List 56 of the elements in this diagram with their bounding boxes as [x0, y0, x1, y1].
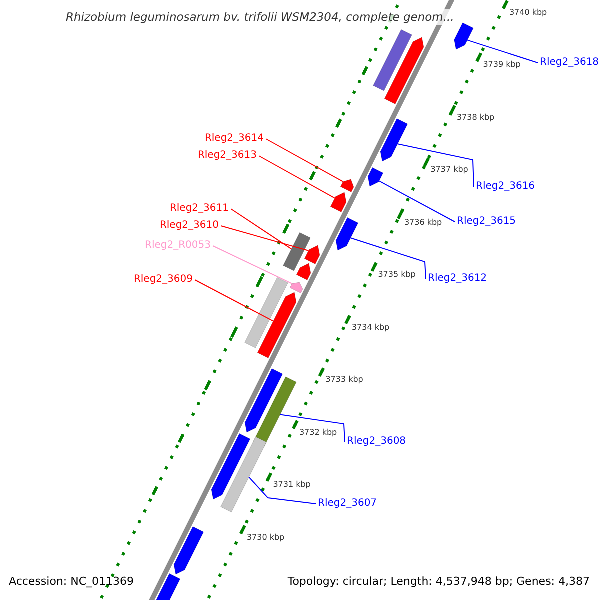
- leader-line: [467, 40, 538, 64]
- gene-label: Rleg2_3607: [318, 497, 378, 511]
- gene-label: Rleg2_3618: [540, 56, 600, 70]
- leader-line: [378, 180, 456, 222]
- gene-feature: [330, 192, 347, 212]
- gene-block: [373, 29, 412, 92]
- scale-label: 3731 kbp: [273, 480, 311, 490]
- gene-label: Rleg2_3615: [457, 215, 516, 229]
- title: Rhizobium leguminosarum bv. trifolii WSM2304, complete genom...: [66, 9, 454, 25]
- gene-feature: [380, 118, 408, 162]
- gene-feature: [174, 526, 204, 575]
- gene-feature: [368, 168, 384, 187]
- gene-feature: [211, 434, 251, 500]
- scale-label: 3732 kbp: [299, 428, 338, 438]
- scale-label: 3730 kbp: [246, 532, 285, 543]
- leader-line: [350, 238, 426, 280]
- gene-feature: [244, 368, 284, 433]
- gene-label: Rleg2_3609: [134, 273, 193, 287]
- leader-line: [280, 414, 346, 442]
- gene-label: Rleg2_3612: [428, 272, 488, 286]
- scale-label: 3735 kbp: [378, 270, 416, 280]
- scale-label: 3740 kbp: [509, 8, 548, 18]
- gene-feature: [340, 179, 354, 192]
- scale-label: 3738 kbp: [456, 112, 495, 123]
- leader-line: [212, 246, 293, 284]
- leader-line: [258, 156, 336, 199]
- gene-feature: [384, 37, 424, 104]
- gene-feature: [304, 245, 320, 264]
- leader-line: [266, 138, 344, 182]
- gene-feature: [290, 282, 304, 294]
- gene-block: [283, 232, 311, 272]
- accession-text: Accession: NC_011369: [9, 574, 134, 590]
- scale-label: 3736 kbp: [404, 218, 442, 228]
- leader-line: [194, 280, 274, 322]
- gene-feature: [296, 263, 312, 280]
- gene-feature: [336, 218, 359, 251]
- gene-label: Rleg2_R0053: [145, 239, 211, 253]
- leader-line: [230, 208, 292, 250]
- gene-feature: [257, 292, 297, 358]
- gene-label: Rleg2_3608: [347, 435, 406, 449]
- scale-label: 3734 kbp: [352, 322, 390, 333]
- gene-block: [244, 277, 288, 348]
- leader-line: [248, 476, 316, 504]
- leader-line: [397, 144, 474, 188]
- gene-label: Rleg2_3616: [476, 180, 536, 194]
- gene-label: Rleg2_3611: [170, 202, 229, 216]
- gene-label: Rleg2_3614: [204, 132, 264, 146]
- gene-block: [220, 436, 267, 513]
- scale-label: 3733 kbp: [326, 375, 364, 386]
- leader-line: [220, 226, 310, 252]
- gene-label: Rleg2_3613: [198, 149, 257, 163]
- gene-label: Rleg2_3610: [160, 219, 219, 233]
- scale-label: 3737 kbp: [430, 165, 468, 176]
- scale-label: 3739 kbp: [483, 60, 521, 70]
- genome-summary-text: Topology: circular; Length: 4,537,948 bp; Genes: 4,387: [288, 574, 590, 590]
- gene-feature: [454, 22, 474, 50]
